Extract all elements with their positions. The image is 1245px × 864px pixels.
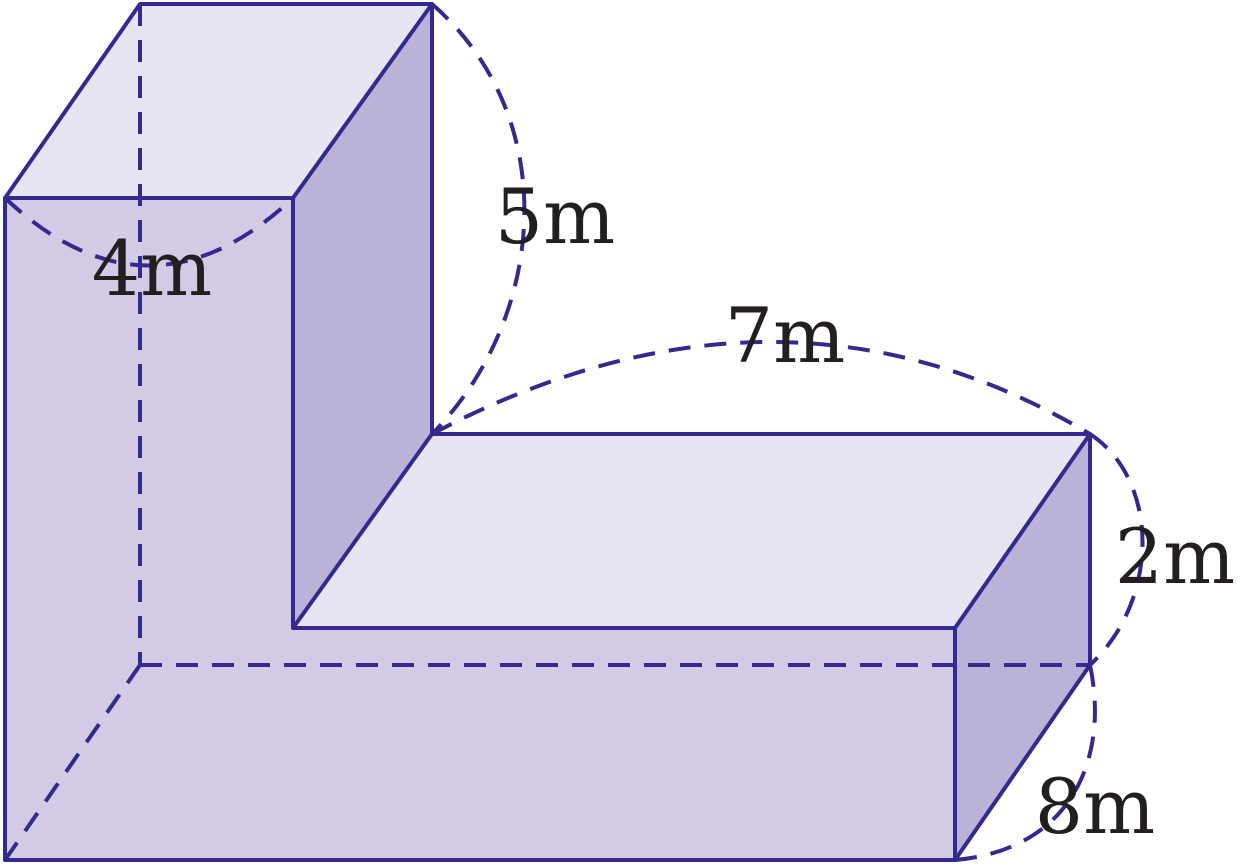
- tower-top-face: [5, 4, 432, 198]
- dimension-arcs: [3, 2, 1145, 862]
- dimension-labels: 4m 5m 7m 2m 8m: [92, 172, 1235, 851]
- label-depth: 8m: [1035, 762, 1155, 851]
- tower-side-face: [293, 4, 432, 628]
- hidden-edges: [3, 4, 1090, 862]
- label-base-length: 7m: [725, 291, 845, 380]
- label-tower-height: 5m: [495, 172, 615, 261]
- front-face: [5, 198, 955, 860]
- arc-base-height: [1088, 432, 1145, 667]
- label-tower-width: 4m: [92, 224, 212, 313]
- arc-tower-width: [3, 196, 295, 268]
- hidden-edge-depth-bottom: [3, 663, 142, 862]
- base-top-face: [293, 434, 1090, 628]
- label-base-height: 2m: [1115, 512, 1235, 601]
- arc-tower-height: [430, 2, 527, 436]
- arc-depth: [954, 664, 1097, 862]
- base-top-outline: [291, 432, 1092, 630]
- base-side-face: [955, 434, 1090, 860]
- tower-top-outline: [3, 2, 434, 200]
- arc-base-length: [431, 340, 1092, 436]
- faces: [5, 4, 1090, 860]
